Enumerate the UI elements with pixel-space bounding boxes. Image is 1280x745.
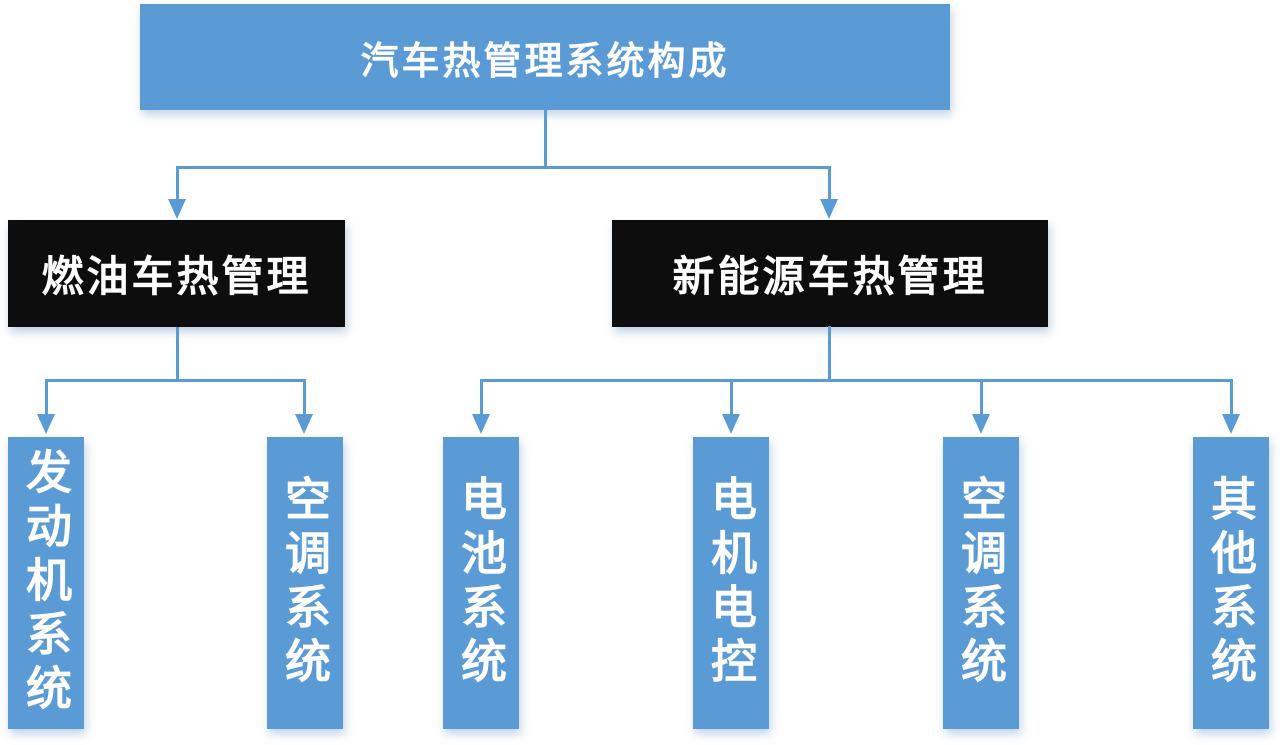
connector-drop-motor-control: [730, 379, 733, 415]
connector-branch1-horizontal: [45, 379, 306, 382]
leaf-node-engine-system: 发动机系统: [8, 437, 84, 729]
connector-branch2-stem: [828, 326, 831, 381]
leaf-ac-system-nev-label: 空调系统: [954, 475, 1008, 691]
arrow-down-icon: [972, 414, 990, 434]
leaf-node-motor-control: 电机电控: [693, 437, 769, 729]
arrow-down-icon: [722, 414, 740, 434]
leaf-other-system-label: 其他系统: [1204, 475, 1258, 691]
branch-node-new-energy-vehicle: 新能源车热管理: [612, 220, 1048, 327]
branch-node-fuel-vehicle: 燃油车热管理: [8, 220, 345, 327]
leaf-engine-system-label: 发动机系统: [19, 448, 73, 718]
arrow-down-icon: [820, 199, 838, 219]
connector-drop-branch2: [828, 166, 831, 200]
connector-branch2-horizontal: [480, 379, 1233, 382]
connector-drop-ac-system-left: [303, 379, 306, 415]
branch-fuel-vehicle-label: 燃油车热管理: [41, 252, 312, 301]
leaf-motor-control-label: 电机电控: [704, 475, 758, 691]
connector-root-stem: [544, 110, 547, 168]
arrow-down-icon: [37, 414, 55, 434]
root-node-label: 汽车热管理系统构成: [360, 38, 730, 83]
leaf-node-battery-system: 电池系统: [443, 437, 519, 729]
root-node-auto-thermal-system: 汽车热管理系统构成: [140, 4, 950, 110]
branch-new-energy-vehicle-label: 新能源车热管理: [672, 252, 988, 301]
arrow-down-icon: [168, 199, 186, 219]
arrow-down-icon: [1222, 414, 1240, 434]
leaf-node-ac-system-nev: 空调系统: [943, 437, 1019, 729]
connector-drop-engine-system: [45, 379, 48, 415]
connector-drop-battery-system: [480, 379, 483, 415]
connector-level1-horizontal: [176, 166, 831, 169]
leaf-node-ac-system-fuel: 空调系统: [267, 437, 343, 729]
connector-branch1-stem: [176, 327, 179, 381]
connector-drop-other-system: [1230, 379, 1233, 415]
arrow-down-icon: [472, 414, 490, 434]
leaf-node-other-system: 其他系统: [1193, 437, 1269, 729]
arrow-down-icon: [295, 414, 313, 434]
connector-drop-ac-system-right: [980, 379, 983, 415]
connector-drop-branch1: [176, 166, 179, 200]
leaf-ac-system-fuel-label: 空调系统: [278, 475, 332, 691]
leaf-battery-system-label: 电池系统: [454, 475, 508, 691]
